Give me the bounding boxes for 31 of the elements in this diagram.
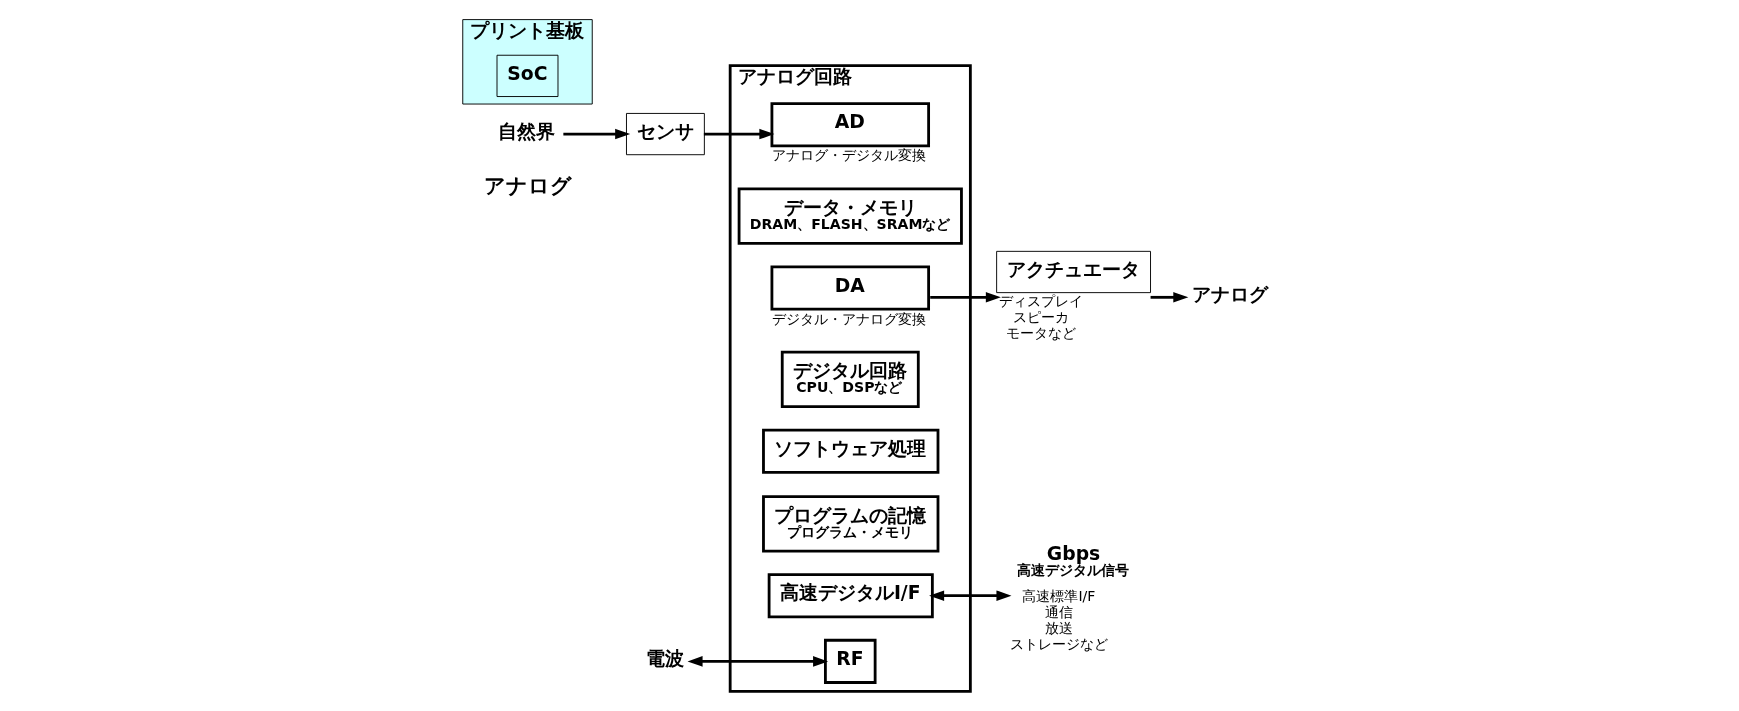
node-box: アクチュエータ: [996, 250, 1151, 294]
node-box: デジタル回路 CPU、DSPなど: [780, 350, 920, 409]
node-box: RF: [824, 638, 877, 684]
node-label: 通信: [1044, 604, 1073, 621]
node-text: 自然界: [498, 120, 556, 142]
label: アナログ: [484, 173, 573, 198]
arrow: [703, 128, 775, 140]
node-box: SoC: [496, 54, 559, 97]
node-box: 高速デジタルI/F: [767, 573, 934, 619]
node-box: プログラムの記憶 プログラム・メモリ: [762, 495, 940, 553]
node-label: スピーカ: [1012, 308, 1069, 325]
arrow: [1150, 292, 1189, 303]
arrow: [929, 590, 1012, 601]
node-label: 高速標準I/F: [1022, 588, 1096, 605]
node-box: AD: [770, 102, 930, 148]
arrow: [563, 128, 631, 140]
arrow: [930, 292, 1001, 303]
node-label: デジタル・アナログ変換: [772, 310, 927, 327]
node-box: ソフトウェア処理: [762, 428, 940, 474]
node-text: アナログ: [1191, 284, 1268, 306]
node-text: 電波: [645, 648, 684, 670]
node-label: ディスプレイ: [998, 292, 1083, 309]
node-box: データ・メモリ DRAM、FLASH、SRAMなど: [737, 187, 963, 245]
node-label: アナログ・デジタル変換: [772, 147, 927, 164]
arrow: [687, 656, 829, 667]
node-box: DA: [770, 265, 930, 311]
node-text: Gbps 高速デジタル信号: [1017, 543, 1130, 579]
node-label: 放送: [1044, 620, 1073, 637]
node-label: ストレージなど: [1009, 636, 1108, 653]
node-box: センサ: [626, 112, 705, 156]
node-label: モータなど: [1005, 324, 1076, 341]
